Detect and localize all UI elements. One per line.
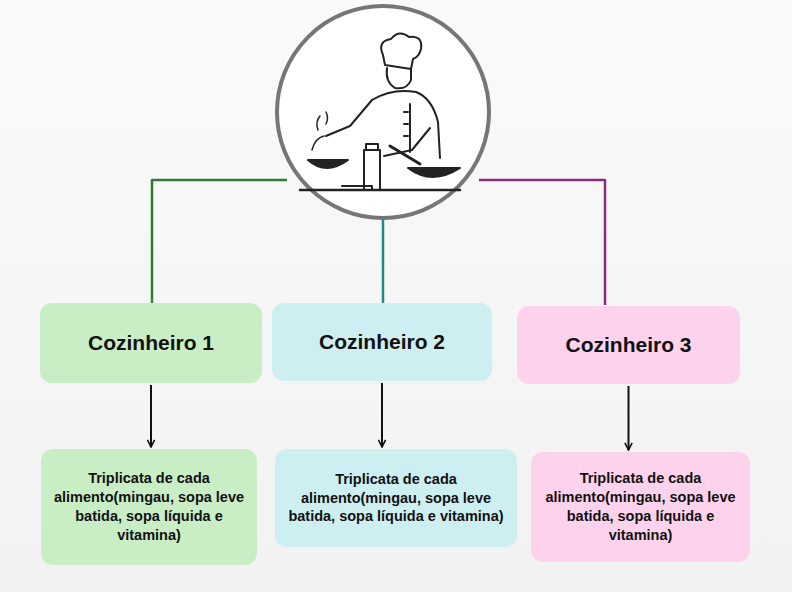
cook-label: Cozinheiro 1 — [88, 331, 214, 355]
cook-box: Cozinheiro 1 — [40, 303, 262, 383]
arrow-connector — [150, 385, 152, 447]
task-box: Triplicata de cada alimento(mingau, sopa… — [531, 452, 750, 562]
cook-label: Cozinheiro 3 — [565, 333, 691, 357]
branch-line — [152, 179, 287, 182]
task-text: Triplicata de cada alimento(mingau, sopa… — [53, 469, 245, 544]
cook-box: Cozinheiro 2 — [272, 303, 492, 381]
task-box: Triplicata de cada alimento(mingau, sopa… — [41, 449, 257, 565]
cook-box: Cozinheiro 3 — [517, 306, 740, 384]
arrow-connector — [381, 383, 383, 447]
branch-line — [151, 179, 154, 303]
arrow-connector — [628, 386, 630, 450]
task-text: Triplicata de cada alimento(mingau, sopa… — [543, 469, 738, 544]
chef-circle — [277, 6, 489, 218]
branch-line — [382, 218, 385, 303]
cook-label: Cozinheiro 2 — [319, 330, 445, 354]
task-box: Triplicata de cada alimento(mingau, sopa… — [275, 449, 517, 547]
task-text: Triplicata de cada alimento(mingau, sopa… — [287, 470, 505, 527]
branch-line — [479, 179, 605, 182]
branch-line — [604, 179, 607, 305]
chef-figure — [300, 33, 460, 190]
